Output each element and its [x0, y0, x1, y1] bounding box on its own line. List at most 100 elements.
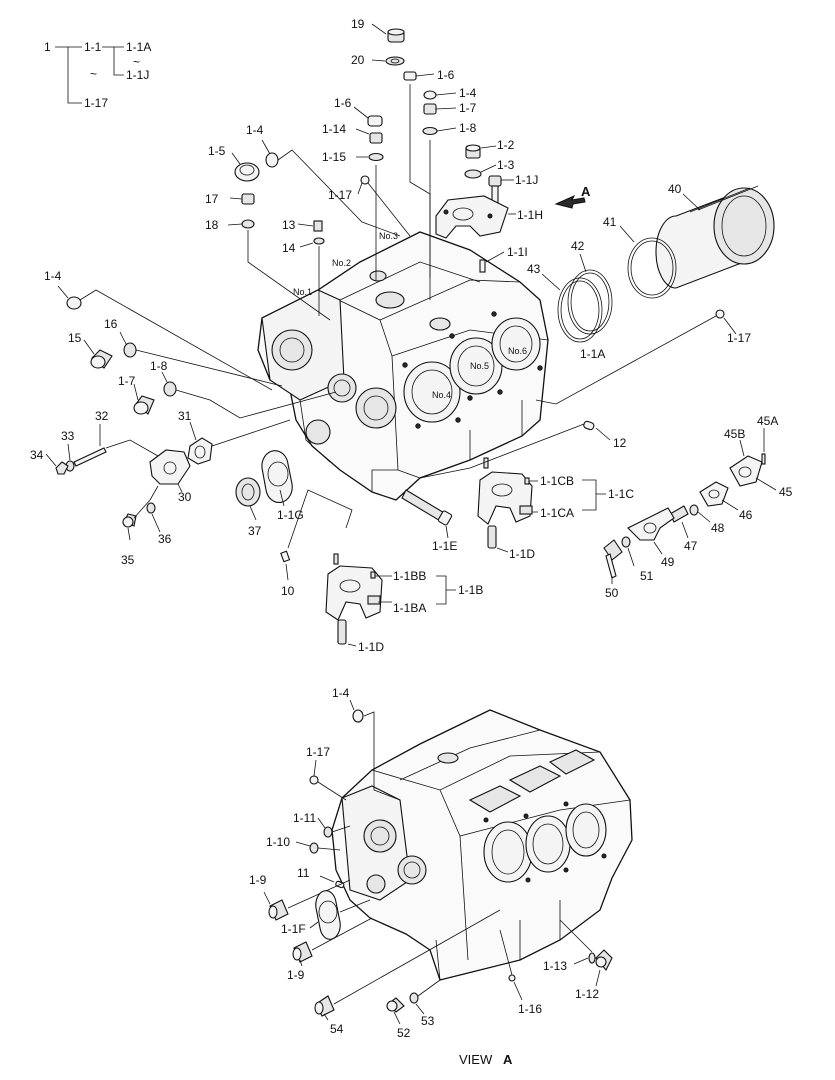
label-18: 18	[205, 218, 219, 232]
part-hierarchy-key: 1 1-1 1-1A ~ 1-1J ~ 1-17	[44, 40, 151, 110]
part-15-plug	[83, 339, 113, 369]
label-37: 37	[248, 524, 262, 538]
label-1-1a: 1-1A	[580, 347, 605, 361]
part-16-washer	[119, 331, 283, 387]
part-41-o-ring	[619, 225, 677, 299]
label-1-8: 1-8	[459, 121, 477, 135]
label-1-1h: 1-1H	[517, 208, 543, 222]
label-53: 53	[421, 1014, 435, 1028]
part-labels-upper: 19 20 1-6 1-4 1-7 1-8 1-6 1-14 1-15 1-4 …	[30, 17, 793, 654]
part-47-fitting	[669, 505, 689, 539]
label-14: 14	[282, 241, 296, 255]
part-1-1d-bolt-b	[337, 619, 357, 647]
label-13: 13	[282, 218, 296, 232]
label-1-6-a: 1-6	[437, 68, 455, 82]
label-20: 20	[351, 53, 365, 67]
label-31: 31	[178, 409, 192, 423]
part-45-flange-assembly	[729, 428, 777, 491]
label-51: 51	[640, 569, 654, 583]
part-1-2-1-3-plug	[464, 144, 497, 179]
part-1-6-cap-top	[403, 71, 435, 278]
label-1-10: 1-10	[266, 835, 290, 849]
hierarchy-to: 1-1J	[126, 68, 149, 82]
label-1-1c: 1-1C	[608, 487, 634, 501]
part-34-nut	[45, 453, 69, 475]
label-1-7: 1-7	[459, 101, 477, 115]
label-1-17-a: 1-17	[328, 188, 352, 202]
label-15: 15	[68, 331, 82, 345]
label-19: 19	[351, 17, 365, 31]
part-1-10-plug	[295, 841, 341, 854]
label-30: 30	[178, 490, 192, 504]
part-48-washer	[689, 504, 711, 523]
part-14-washer	[299, 237, 325, 316]
label-16: 16	[104, 317, 118, 331]
part-50-bolt	[603, 539, 623, 584]
label-1-4-b: 1-4	[246, 123, 264, 137]
label-35: 35	[121, 553, 135, 567]
part-1-17-ball-a	[357, 175, 411, 237]
label-17: 17	[205, 192, 219, 206]
part-1-9-plug-b	[292, 917, 373, 967]
part-1-4-plug-b	[57, 285, 273, 391]
label-1-7-b: 1-7	[118, 374, 136, 388]
part-1-4-plug-d	[349, 699, 401, 801]
label-1-11: 1-11	[293, 811, 316, 825]
part-53-washer	[409, 979, 441, 1015]
part-1-5-cap	[231, 152, 260, 182]
part-19-plug	[371, 23, 405, 43]
label-54: 54	[330, 1022, 344, 1036]
part-1-17-ball-b	[535, 309, 737, 405]
label-50: 50	[605, 586, 619, 600]
label-1-9-b: 1-9	[287, 968, 305, 982]
part-30-housing	[105, 439, 191, 493]
label-1-1b: 1-1B	[458, 583, 483, 597]
label-34: 34	[30, 448, 44, 462]
part-1-1i-pin	[479, 251, 505, 273]
label-1-1ba: 1-1BA	[393, 601, 426, 615]
part-51-washer	[621, 536, 635, 567]
label-46: 46	[739, 508, 753, 522]
view-caption-letter: A	[503, 1052, 513, 1067]
part-1-7-plug	[133, 383, 155, 415]
part-1-4-1-7-1-8-stack	[422, 90, 457, 300]
label-1-12: 1-12	[575, 987, 599, 1001]
label-no1: No.1	[293, 287, 312, 297]
part-1-4-plug-a	[261, 139, 401, 237]
label-1-1d-2: 1-1D	[358, 640, 384, 654]
label-1-4-a: 1-4	[459, 86, 477, 100]
label-11: 11	[297, 866, 310, 880]
part-52-plug	[386, 997, 405, 1025]
part-46-gasket	[699, 481, 739, 511]
part-1-12-plug	[595, 949, 613, 987]
label-47: 47	[684, 539, 698, 553]
part-1-6-1-14-1-15-stack	[353, 106, 384, 280]
part-18-washer	[227, 219, 331, 321]
label-45b: 45B	[724, 427, 745, 441]
part-1-11-plug	[317, 817, 351, 838]
label-1-5: 1-5	[208, 144, 226, 158]
part-1-1b-bearing-cap	[325, 553, 456, 621]
label-33: 33	[61, 429, 75, 443]
part-13-nipple	[297, 220, 323, 232]
part-36-washer	[146, 502, 161, 533]
label-1-1bb: 1-1BB	[393, 569, 426, 583]
label-1-1e: 1-1E	[432, 539, 457, 553]
view-caption-text: VIEW	[459, 1052, 493, 1067]
part-49-oil-pipe	[627, 507, 675, 555]
hierarchy-from: 1-1A	[126, 40, 151, 54]
part-1-1d-bolt-c	[487, 525, 509, 553]
label-41: 41	[603, 215, 617, 229]
part-1-8-washer	[161, 371, 337, 419]
label-12: 12	[613, 436, 627, 450]
hierarchy-root: 1	[44, 40, 51, 54]
label-36: 36	[158, 532, 172, 546]
label-1-15: 1-15	[322, 150, 346, 164]
part-31-gasket	[187, 419, 291, 465]
label-1-14: 1-14	[322, 122, 346, 136]
label-52: 52	[397, 1026, 411, 1040]
label-1-1j: 1-1J	[515, 173, 538, 187]
label-1-6-b: 1-6	[334, 96, 352, 110]
label-no6: No.6	[508, 346, 527, 356]
